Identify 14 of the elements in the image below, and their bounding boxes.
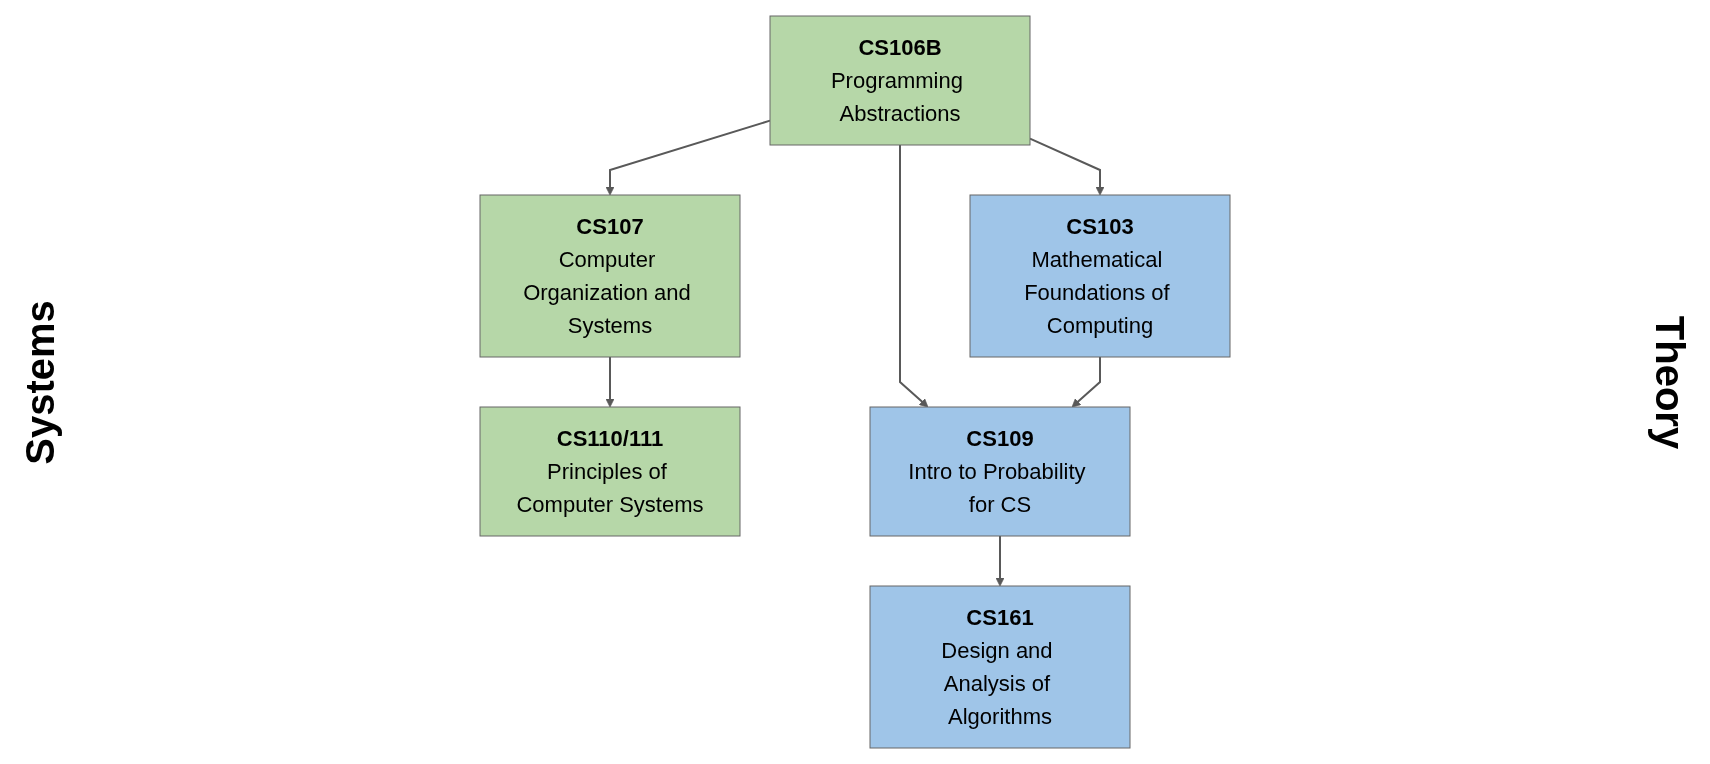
node-box: CS103 Mathematical Foundations of Computing [969, 194, 1231, 358]
arrow [1071, 356, 1101, 408]
side-label: Theory [1647, 315, 1693, 449]
node-box: CS110/111 Principles of Computer Systems [479, 406, 741, 537]
node-box: CS161 Design and Analysis of Algorithms [869, 585, 1131, 749]
arrow [605, 356, 615, 408]
side-label: Systems [17, 299, 63, 465]
arrow [605, 119, 771, 196]
node-box: CS109 Intro to Probability for CS [869, 406, 1131, 537]
node-box: CS107 Computer Organization and Systems [479, 194, 741, 358]
arrow [899, 144, 929, 408]
node-box: CS106B Programming Abstractions [769, 15, 1031, 146]
arrow [1029, 137, 1105, 196]
arrow [995, 535, 1005, 587]
